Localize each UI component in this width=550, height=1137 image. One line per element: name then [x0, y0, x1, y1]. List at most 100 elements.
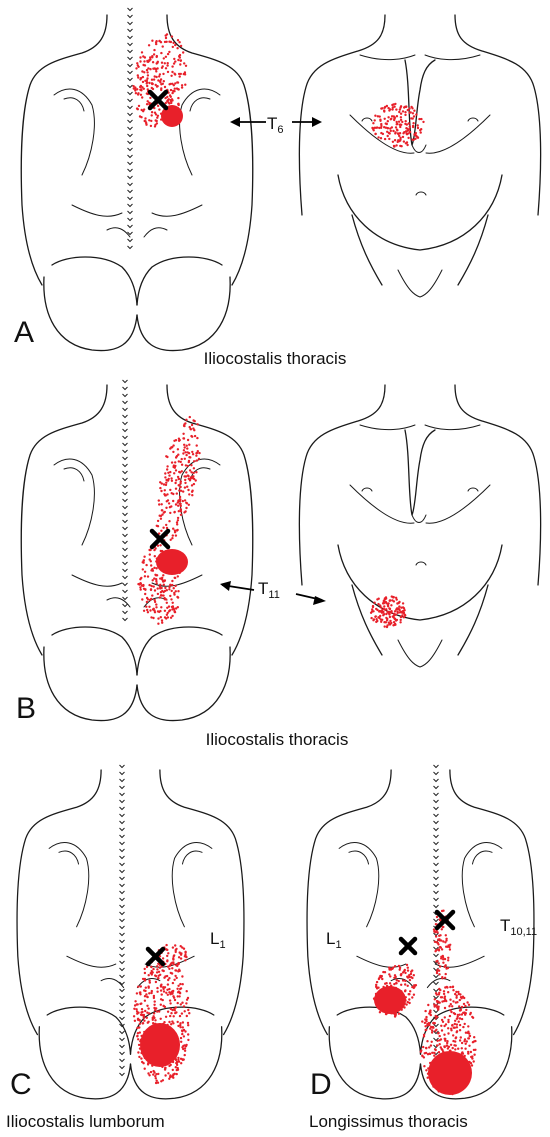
- pain-dot: [146, 1021, 149, 1024]
- pain-dot: [190, 464, 193, 467]
- pain-dot: [392, 624, 395, 627]
- pain-dot: [387, 106, 390, 110]
- pain-dot: [443, 1016, 446, 1019]
- pain-dot: [153, 111, 157, 114]
- pain-dot: [460, 1005, 464, 1009]
- pain-dot: [464, 1042, 467, 1046]
- pain-dot: [164, 67, 168, 70]
- pain-dot: [168, 40, 171, 43]
- pain-dot: [170, 35, 174, 38]
- pain-dot: [182, 490, 185, 493]
- pain-dot: [152, 994, 156, 998]
- pain-dot: [136, 1026, 139, 1030]
- double-arrow-icon: [220, 581, 326, 605]
- pain-dot: [152, 53, 156, 56]
- pain-dot: [145, 993, 148, 996]
- pain-dot: [148, 981, 151, 984]
- pain-dot: [180, 84, 184, 87]
- pain-dot: [175, 1063, 179, 1067]
- pain-dot: [157, 617, 160, 620]
- pain-dot: [153, 1000, 156, 1003]
- vertebra-mark: [119, 904, 125, 909]
- vertebra-mark: [433, 848, 439, 853]
- pain-dot: [178, 41, 181, 44]
- pain-dot: [169, 82, 172, 86]
- pain-dot: [375, 980, 379, 984]
- pain-dot: [412, 974, 415, 977]
- trigger-point-zone: [140, 1023, 180, 1067]
- pain-dot: [154, 1019, 157, 1022]
- pain-dot: [395, 115, 399, 118]
- pain-dot: [460, 1013, 464, 1016]
- pain-dot: [386, 127, 389, 130]
- pain-dot: [370, 616, 373, 620]
- pain-dot: [161, 45, 164, 48]
- pain-dot: [191, 494, 194, 497]
- pain-dot: [147, 974, 150, 977]
- vertebra-mark: [433, 1023, 439, 1028]
- pain-dot: [458, 1005, 461, 1008]
- vertebra-mark: [433, 1037, 439, 1042]
- pain-dot: [137, 76, 140, 79]
- pain-dot: [169, 1074, 172, 1077]
- pain-dot: [170, 598, 173, 601]
- pain-dot: [133, 1007, 136, 1010]
- pain-dot: [183, 446, 186, 449]
- panel-c: L1 C Iliocostalis lumborum: [6, 764, 245, 1131]
- pain-dot: [186, 438, 190, 442]
- pain-dot: [177, 102, 180, 106]
- pain-dot: [379, 119, 382, 123]
- pain-dot: [173, 978, 176, 981]
- pain-dot: [172, 1015, 175, 1018]
- vertebra-mark: [119, 995, 125, 1000]
- pain-dot: [181, 499, 184, 503]
- pain-dot: [171, 82, 174, 86]
- pain-dot: [164, 1066, 167, 1070]
- pain-dot: [172, 608, 176, 611]
- pain-dot: [143, 1019, 146, 1022]
- pain-dot: [147, 1007, 150, 1010]
- pain-dot: [169, 88, 173, 92]
- pain-dot: [155, 582, 158, 585]
- pain-dot: [380, 122, 383, 126]
- pain-dot: [397, 979, 400, 983]
- vertebra-mark: [119, 876, 125, 881]
- vertebra-mark: [127, 7, 133, 12]
- pain-dot: [400, 123, 403, 127]
- pain-dot: [187, 503, 190, 506]
- pain-dot: [436, 1039, 439, 1043]
- pain-dot: [190, 471, 193, 474]
- panel-d-caption: Longissimus thoracis: [309, 1112, 468, 1131]
- pain-dot: [155, 578, 158, 581]
- pain-dot: [387, 611, 390, 614]
- pain-dot: [407, 122, 410, 125]
- pain-dot: [159, 594, 163, 597]
- pain-dot: [404, 979, 407, 983]
- pain-dot: [187, 1038, 190, 1042]
- x-mark-icon: [434, 909, 456, 931]
- pain-dot: [162, 987, 165, 991]
- pain-dot: [170, 962, 173, 965]
- pain-dot: [195, 452, 198, 455]
- pain-dot: [190, 434, 193, 438]
- pain-dot: [179, 44, 183, 48]
- pain-dot: [152, 967, 155, 971]
- pain-dot: [183, 486, 187, 489]
- pain-dot: [146, 59, 149, 63]
- vertebra-mark: [127, 91, 133, 96]
- pain-dot: [389, 129, 392, 133]
- vertebra-mark: [433, 890, 439, 895]
- pain-dot: [139, 1002, 142, 1006]
- pain-dot: [391, 966, 395, 969]
- pain-dot: [182, 1028, 186, 1032]
- vertebra-mark: [119, 953, 125, 958]
- pain-dot: [169, 616, 173, 619]
- pain-dot: [171, 579, 174, 583]
- pain-dot: [151, 55, 154, 58]
- pain-dot: [159, 78, 163, 81]
- pain-dot: [463, 1022, 466, 1026]
- pain-dot: [456, 1013, 459, 1017]
- pain-dot: [438, 987, 441, 991]
- pain-dot: [154, 1075, 157, 1078]
- pain-dot: [443, 999, 446, 1003]
